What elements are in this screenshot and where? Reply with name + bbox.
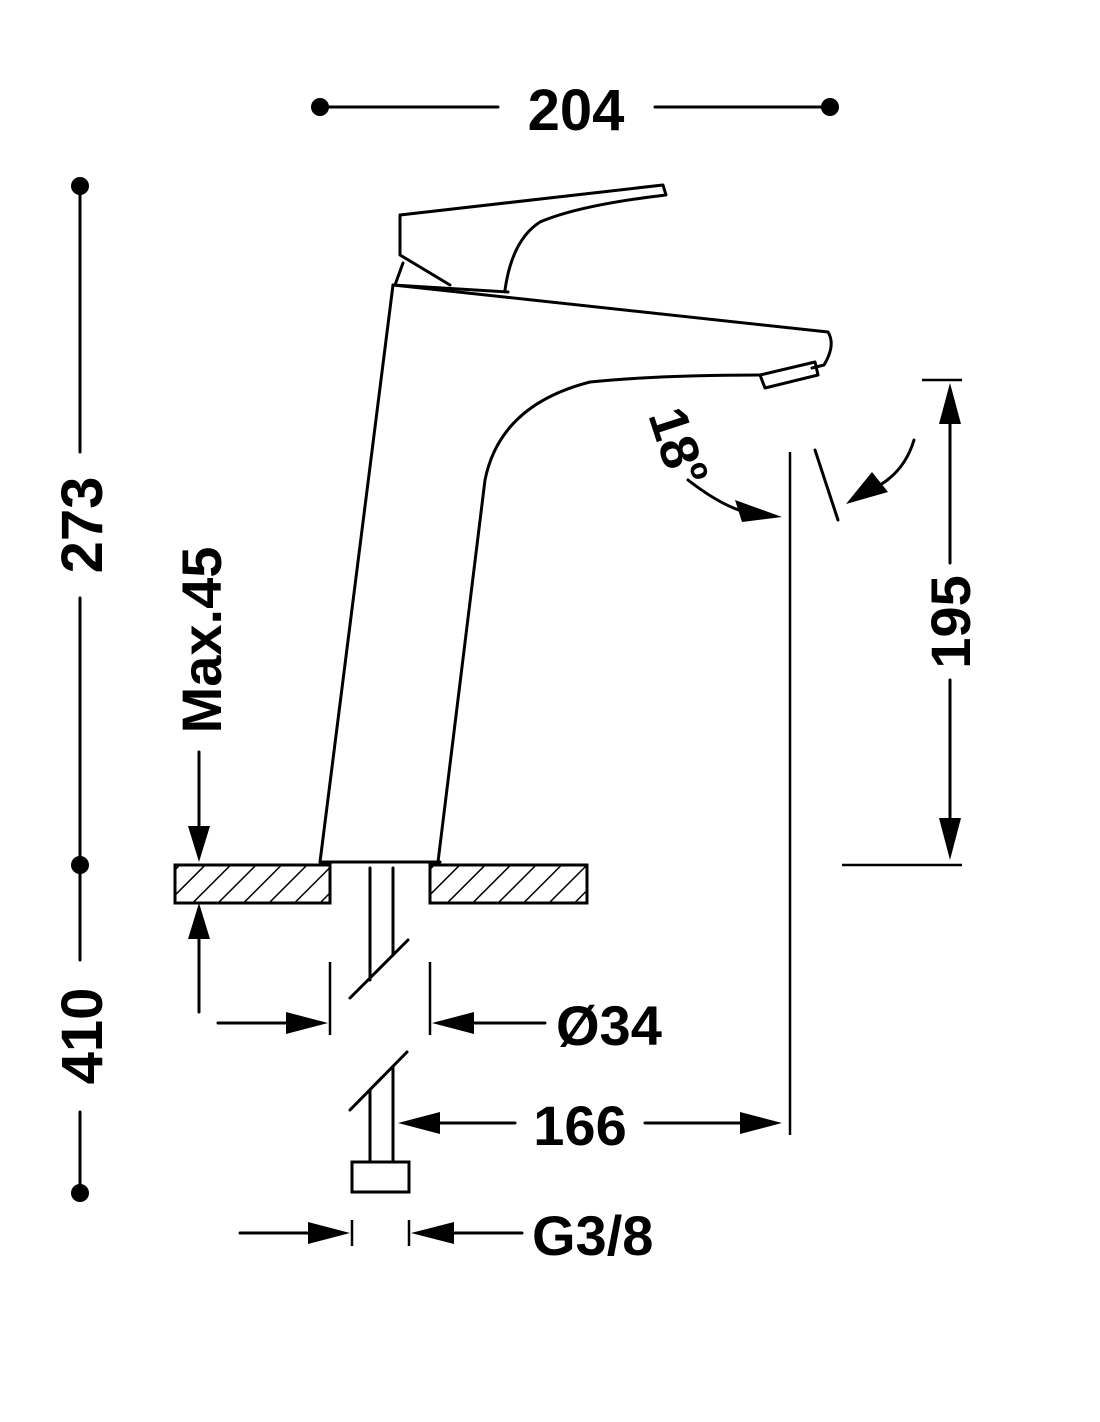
label-max-45: Max.45 (170, 547, 233, 734)
dimension-connection-g38: G3/8 (238, 1204, 653, 1267)
label-angle-18: 18º (637, 400, 718, 492)
label-410: 410 (50, 988, 115, 1085)
dimension-counter-max-45: Max.45 (170, 547, 233, 1014)
label-diameter-34: Ø34 (556, 994, 662, 1057)
dimension-hole-diameter: Ø34 (216, 962, 662, 1057)
dimension-spout-195: 195 (842, 378, 982, 867)
dimension-reach-166: 166 (398, 1094, 782, 1157)
faucet-body (318, 183, 833, 864)
label-g3-8: G3/8 (532, 1204, 653, 1267)
supply-hose (348, 866, 411, 1194)
dimension-angle-18: 18º (637, 400, 916, 1135)
dimension-width-204: 204 (311, 78, 839, 143)
label-195: 195 (919, 575, 982, 668)
countertop (173, 860, 589, 905)
label-204: 204 (528, 78, 625, 143)
label-166: 166 (533, 1094, 626, 1157)
label-273: 273 (50, 477, 115, 574)
dimension-left-vertical: 273 410 (50, 177, 115, 1202)
